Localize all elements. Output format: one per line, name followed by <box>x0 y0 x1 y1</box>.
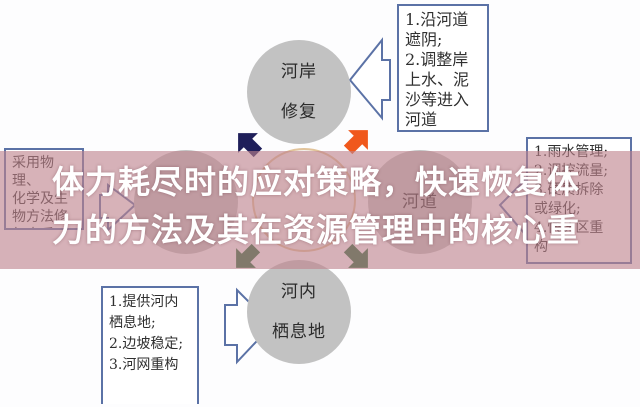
circle-label: 栖息地 <box>272 322 326 342</box>
circle-label: 河内 <box>281 282 317 302</box>
circle-label: 河岸 <box>281 62 317 82</box>
circle-riverbank-restoration: 河岸 修复 <box>247 40 351 144</box>
banner-title: 体力耗尽时的应对策略，快速恢复体 力的方法及其在资源管理中的核心重 <box>52 158 612 254</box>
banner-title-line1: 体力耗尽时的应对策略，快速恢复体 <box>52 163 581 201</box>
circle-instream-habitat: 河内 栖息地 <box>247 260 351 364</box>
banner-title-line2: 力的方法及其在资源管理中的核心重 <box>52 211 581 249</box>
arrow-up-right-icon <box>343 130 368 155</box>
title-banner <box>0 151 640 269</box>
box-habitat-measures: 1.提供河内 栖息地; 2.边坡稳定; 3.河网重构 <box>101 286 199 404</box>
circle-label: 修复 <box>281 102 317 122</box>
box-riverbank-measures: 1.沿河道 遮阴; 2.调整岸 上水、泥 沙等进入 河道 <box>397 4 489 132</box>
arrow-left-icon <box>348 37 391 121</box>
